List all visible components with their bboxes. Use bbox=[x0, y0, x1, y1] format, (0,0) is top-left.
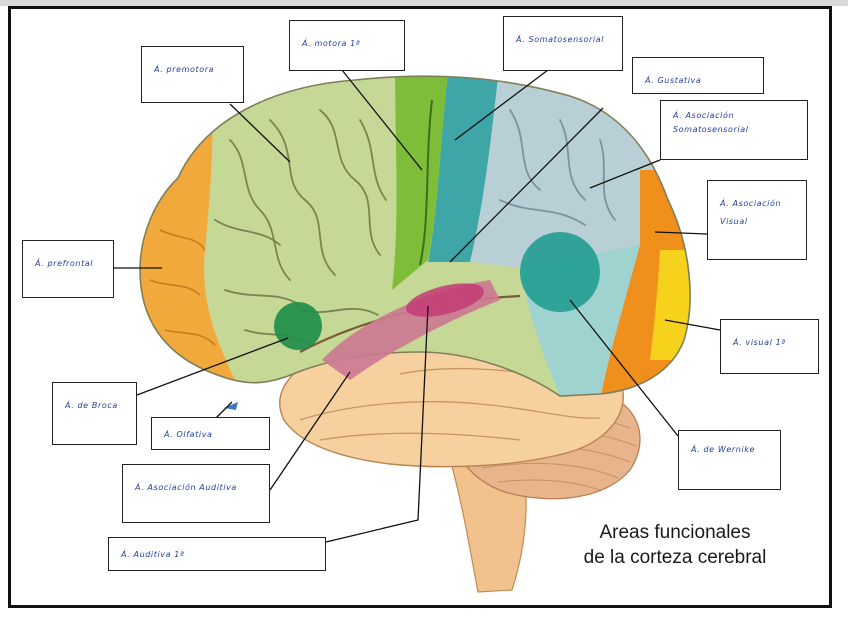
label-auditory-association-text: Á. Asociación Auditiva bbox=[135, 481, 237, 495]
label-broca-text: Á. de Broca bbox=[65, 399, 118, 413]
label-prefrontal-text: Á. prefrontal bbox=[35, 257, 93, 271]
label-primary-auditory-area: Á. Auditiva 1ª bbox=[108, 537, 326, 571]
label-premotor-area: Á. premotora bbox=[141, 46, 244, 103]
label-gustatory-text: Á. Gustativa bbox=[645, 74, 701, 88]
label-somatosensory-association-area: Á. Asociación Somatosensorial bbox=[660, 100, 808, 160]
label-visual-association-text: Á. Asociación Visual bbox=[720, 195, 781, 231]
label-olfactory-area: Á. Olfativa bbox=[151, 417, 270, 450]
label-wernicke-text: Á. de Wernike bbox=[691, 443, 755, 457]
label-primary-visual-text: Á. visual 1ª bbox=[733, 336, 786, 350]
label-primary-auditory-text: Á. Auditiva 1ª bbox=[121, 548, 184, 562]
label-auditory-association-area: Á. Asociación Auditiva bbox=[122, 464, 270, 523]
label-wernicke-area: Á. de Wernike bbox=[678, 430, 781, 490]
label-visual-association-area: Á. Asociación Visual bbox=[707, 180, 807, 260]
label-olfactory-text: Á. Olfativa bbox=[164, 428, 213, 442]
label-primary-motor-area: Á. motora 1ª bbox=[289, 20, 405, 71]
broca-region bbox=[274, 302, 322, 350]
label-gustatory-area: Á. Gustativa bbox=[632, 57, 764, 94]
label-somatosensory-association-text: Á. Asociación Somatosensorial bbox=[673, 109, 749, 137]
caption-line-1: Areas funcionales bbox=[560, 520, 790, 545]
label-somatosensory-area: Á. Somatosensorial bbox=[503, 16, 623, 71]
wernicke-region bbox=[520, 232, 600, 312]
label-prefrontal-area: Á. prefrontal bbox=[22, 240, 114, 298]
diagram-caption: Areas funcionales de la corteza cerebral bbox=[560, 520, 790, 570]
label-primary-visual-area: Á. visual 1ª bbox=[720, 319, 819, 374]
label-premotor-text: Á. premotora bbox=[154, 63, 214, 77]
label-somatosensory-text: Á. Somatosensorial bbox=[516, 33, 604, 47]
label-primary-motor-text: Á. motora 1ª bbox=[302, 37, 360, 51]
label-broca-area: Á. de Broca bbox=[52, 382, 137, 445]
caption-line-2: de la corteza cerebral bbox=[560, 545, 790, 570]
